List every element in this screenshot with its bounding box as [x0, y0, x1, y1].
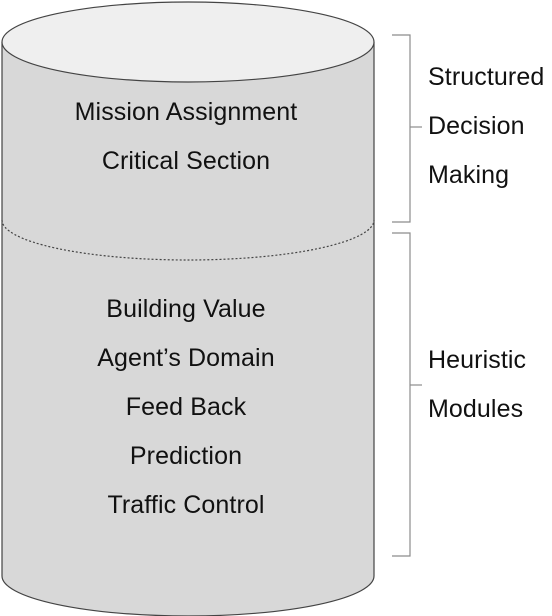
bottom-layer-text: Building Value Agent’s Domain Feed Back …	[0, 285, 372, 530]
feed-back-label: Feed Back	[125, 393, 247, 421]
decision-label: Decision	[428, 112, 525, 140]
heuristic-label: Heuristic	[428, 346, 527, 374]
heuristic-modules-label: Heuristic Modules	[428, 336, 526, 434]
upper-bracket	[392, 34, 411, 223]
modules-label: Modules	[428, 395, 524, 423]
mission-assignment-label: Mission Assignment	[74, 98, 298, 126]
structured-decision-making-label: Structured Decision Making	[428, 53, 544, 200]
critical-section-label: Critical Section	[101, 147, 271, 175]
making-label: Making	[428, 161, 510, 189]
cylinder-top-ellipse	[1, 1, 375, 83]
lower-bracket	[392, 232, 411, 557]
traffic-control-label: Traffic Control	[107, 491, 265, 519]
cylinder	[1, 1, 375, 616]
prediction-label: Prediction	[129, 442, 243, 470]
cylinder-body	[1, 42, 375, 616]
top-layer-text: Mission Assignment Critical Section	[0, 88, 372, 186]
structured-label: Structured	[428, 63, 545, 91]
layer-divider	[1, 219, 375, 261]
building-value-label: Building Value	[106, 295, 266, 323]
brackets	[392, 34, 422, 557]
agents-domain-label: Agent’s Domain	[97, 344, 275, 372]
